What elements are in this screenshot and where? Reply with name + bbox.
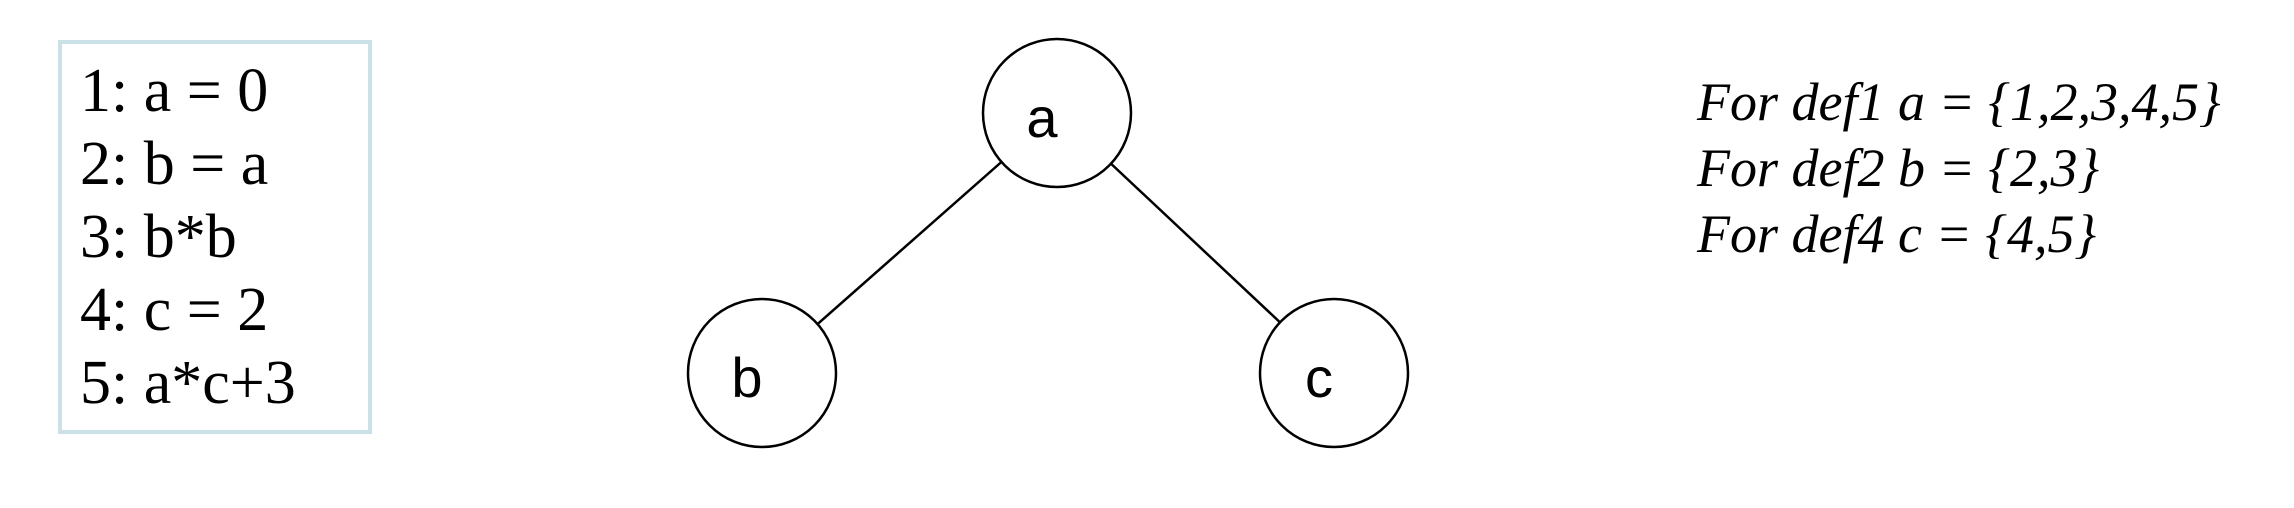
node-b-label: b (731, 346, 762, 409)
dataflow-tree-diagram: a b c (686, 37, 1410, 449)
code-line-2: 2: b = a (80, 130, 269, 198)
node-c-label: c (1305, 346, 1333, 409)
node-a-circle (981, 37, 1133, 189)
tree-node-c: c (1258, 297, 1410, 449)
annotation-def4: For def4 c = {4,5} (1697, 204, 2097, 264)
code-listing-box: 1: a = 0 2: b = a 3: b*b 4: c = 2 5: a*c… (58, 40, 372, 434)
node-b-circle (686, 297, 838, 449)
tree-node-a: a (981, 37, 1133, 189)
code-line-3: 3: b*b (80, 203, 237, 271)
annotation-def2: For def2 b = {2,3} (1697, 138, 2100, 198)
annotation-def1: For def1 a = {1,2,3,4,5} (1697, 72, 2221, 132)
node-c-circle (1258, 297, 1410, 449)
code-line-1: 1: a = 0 (80, 57, 269, 125)
code-line-5: 5: a*c+3 (80, 349, 296, 417)
code-line-4: 4: c = 2 (80, 276, 269, 344)
node-a-label: a (1026, 86, 1058, 149)
tree-node-b: b (686, 297, 838, 449)
def-annotations: For def1 a = {1,2,3,4,5} For def2 b = {2… (1697, 69, 2221, 267)
